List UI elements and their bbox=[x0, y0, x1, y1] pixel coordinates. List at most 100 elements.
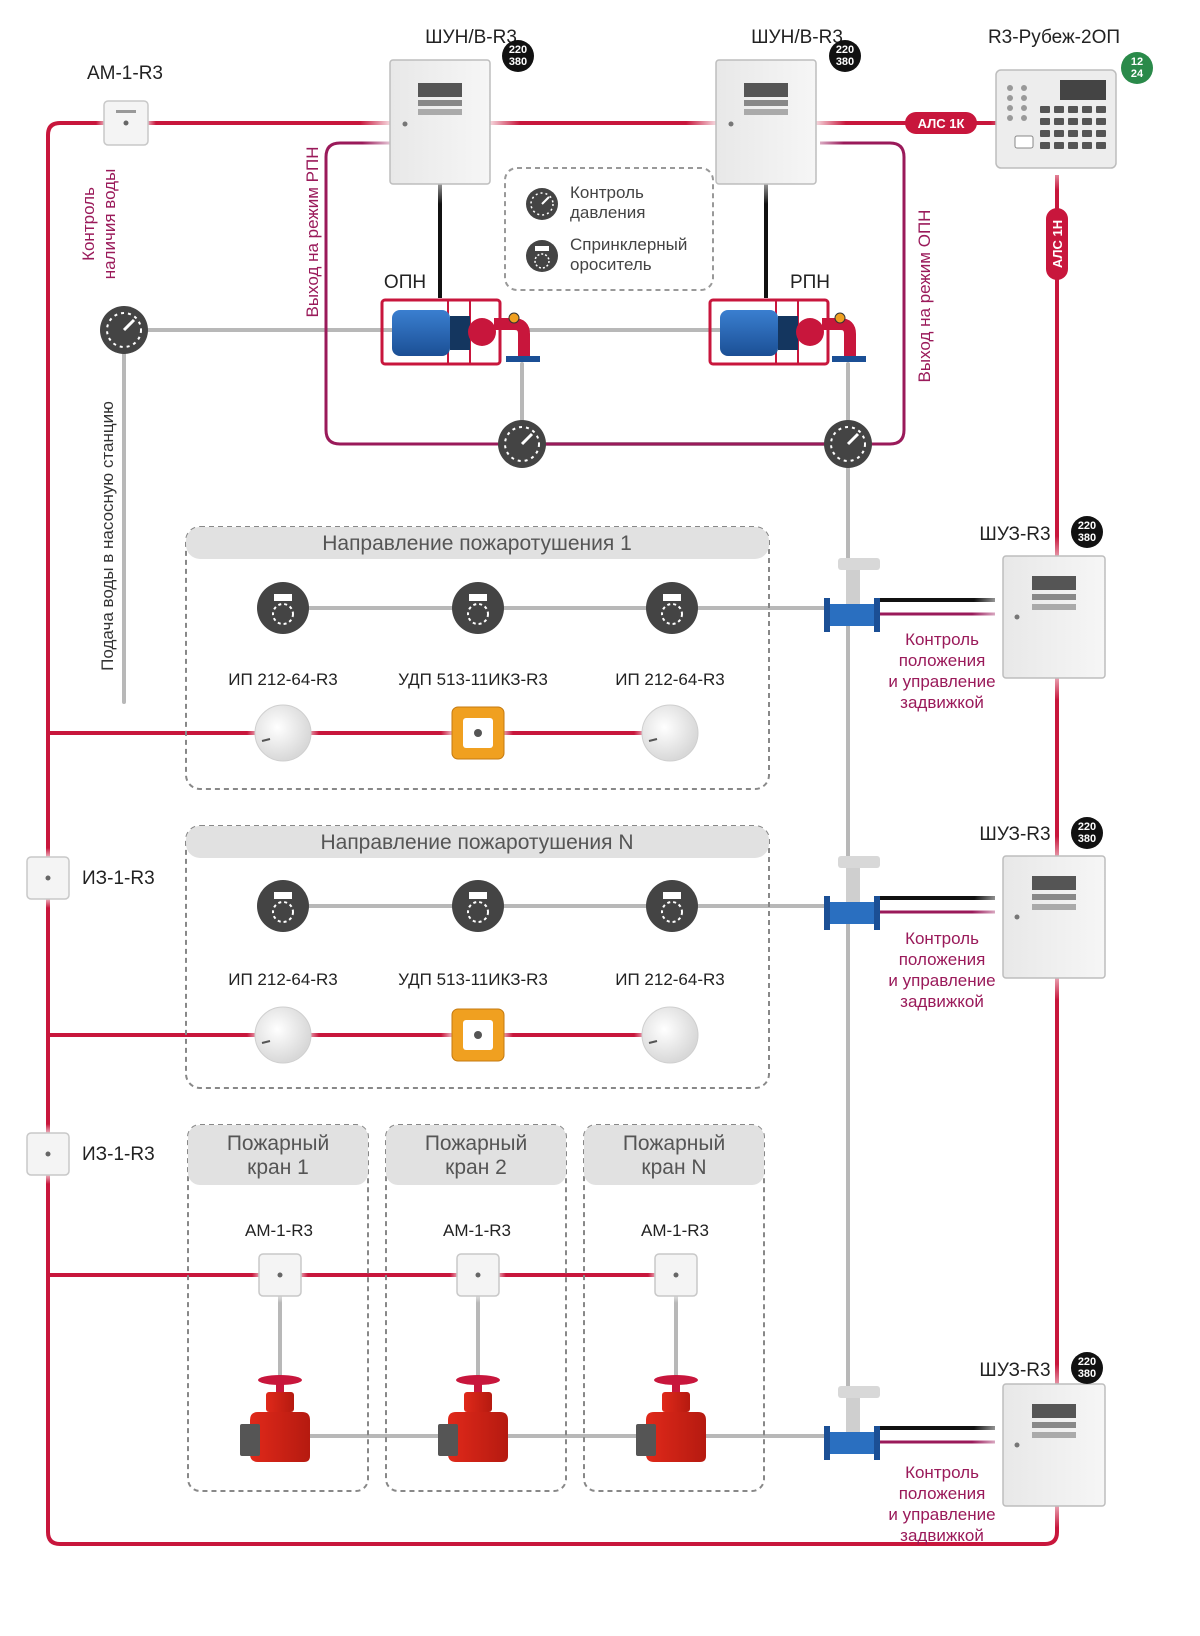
am-module-label: АМ-1-R3 bbox=[245, 1221, 313, 1240]
isolator-2 bbox=[18, 1124, 78, 1184]
svg-text:и управление: и управление bbox=[888, 1505, 995, 1524]
svg-text:Спринклерный: Спринклерный bbox=[570, 235, 687, 254]
detector-left-label: ИП 212-64-R3 bbox=[228, 970, 338, 989]
gate-valve-n bbox=[824, 856, 880, 930]
svg-text:задвижкой: задвижкой bbox=[900, 693, 984, 712]
svg-text:Контроль: Контроль bbox=[905, 630, 979, 649]
power-badge-shuz-hydrants: 220 380 bbox=[1071, 1352, 1103, 1384]
am-module-label: АМ-1-R3 bbox=[641, 1221, 709, 1240]
rpn-label: РПН bbox=[790, 272, 830, 293]
svg-text:и управление: и управление bbox=[888, 971, 995, 990]
svg-text:Контроль: Контроль bbox=[905, 929, 979, 948]
pump-rpn bbox=[708, 298, 866, 366]
opn-mode-label: Выход на режим ОПН bbox=[915, 210, 934, 383]
valve-control-label-n: Контроль положения и управление задвижко… bbox=[888, 929, 995, 1011]
isolator-1-label: ИЗ-1-R3 bbox=[82, 868, 155, 889]
hydrant-valve-icon bbox=[636, 1375, 706, 1462]
sprinkler-icon bbox=[257, 880, 309, 932]
manual-callpoint-label: УДП 513-11ИКЗ-R3 bbox=[398, 670, 548, 689]
sprinkler-icon bbox=[646, 880, 698, 932]
svg-text:кран 2: кран 2 bbox=[445, 1156, 507, 1179]
am-module bbox=[648, 1247, 704, 1303]
water-control-label-1: Контроль bbox=[79, 187, 98, 261]
opn-label: ОПН bbox=[384, 272, 426, 293]
shuz-cabinet-hydrants bbox=[972, 1364, 1136, 1528]
svg-text:380: 380 bbox=[1078, 532, 1096, 544]
manual-callpoint-label: УДП 513-11ИКЗ-R3 bbox=[398, 970, 548, 989]
hydrant-1: Пожарный кран 1 АМ-1-R3 bbox=[187, 1124, 369, 1492]
svg-text:положения: положения bbox=[899, 950, 986, 969]
power-badge-shun-2: 220 380 bbox=[829, 40, 861, 72]
rpn-mode-label: Выход на режим РПН bbox=[303, 147, 322, 318]
am-module-label: АМ-1-R3 bbox=[443, 1221, 511, 1240]
als-1k-tag: АЛС 1К bbox=[905, 112, 977, 134]
isolator-2-label: ИЗ-1-R3 bbox=[82, 1144, 155, 1165]
sprinkler-icon bbox=[526, 240, 558, 272]
svg-text:задвижкой: задвижкой bbox=[900, 1526, 984, 1545]
svg-text:380: 380 bbox=[509, 56, 527, 68]
zone-n-title: Направление пожаротушения N bbox=[320, 831, 633, 854]
hydrant-valve-icon bbox=[438, 1375, 508, 1462]
alarm-loop bbox=[46, 121, 1059, 1546]
smoke-detector bbox=[247, 999, 319, 1071]
valve-control-label-1: Контроль положения и управление задвижко… bbox=[888, 630, 995, 712]
am-module bbox=[450, 1247, 506, 1303]
water-control-label-2: наличия воды bbox=[100, 169, 119, 280]
shun-1-label: ШУН/В-R3 bbox=[425, 27, 517, 48]
power-badge-shuz-n: 220 380 bbox=[1071, 817, 1103, 849]
shuz-n-label: ШУЗ-R3 bbox=[979, 824, 1050, 845]
pump-mode-loop bbox=[324, 141, 906, 446]
svg-text:Пожарный: Пожарный bbox=[425, 1132, 527, 1155]
pressure-gauge-icon bbox=[498, 420, 546, 468]
pump-opn bbox=[380, 298, 540, 366]
shuz-cabinet-n bbox=[972, 836, 1136, 1000]
controller-panel bbox=[990, 50, 1130, 190]
power-badge-shuz-1: 220 380 bbox=[1071, 516, 1103, 548]
sprinkler-icon bbox=[257, 582, 309, 634]
shun-2-label: ШУН/В-R3 bbox=[751, 27, 843, 48]
svg-text:220: 220 bbox=[1078, 821, 1096, 833]
am-module bbox=[252, 1247, 308, 1303]
svg-text:положения: положения bbox=[899, 1484, 986, 1503]
shuz-hydrants-label: ШУЗ-R3 bbox=[979, 1360, 1050, 1381]
detector-right-label: ИП 212-64-R3 bbox=[615, 970, 725, 989]
als-1n-tag: АЛС 1Н bbox=[1046, 208, 1068, 280]
svg-text:220: 220 bbox=[1078, 520, 1096, 532]
sprinkler-icon bbox=[646, 582, 698, 634]
svg-text:380: 380 bbox=[1078, 833, 1096, 845]
zone-1-title: Направление пожаротушения 1 bbox=[322, 532, 632, 555]
shun-cabinet-1 bbox=[360, 44, 520, 204]
sprinkler-icon bbox=[452, 880, 504, 932]
water-supply-label: Подача воды в насосную станцию bbox=[98, 401, 117, 671]
svg-text:ороситель: ороситель bbox=[570, 255, 652, 274]
valve-control-label-hydrants: Контроль положения и управление задвижко… bbox=[888, 1463, 995, 1545]
svg-text:давления: давления bbox=[570, 203, 645, 222]
svg-text:220: 220 bbox=[1078, 1356, 1096, 1368]
svg-text:Контроль: Контроль bbox=[905, 1463, 979, 1482]
manual-callpoint bbox=[441, 999, 513, 1071]
valve-control-wires bbox=[880, 612, 995, 1444]
svg-text:220: 220 bbox=[509, 44, 527, 56]
svg-text:Пожарный: Пожарный bbox=[227, 1132, 329, 1155]
svg-text:задвижкой: задвижкой bbox=[900, 992, 984, 1011]
svg-text:Контроль: Контроль bbox=[570, 183, 644, 202]
manual-callpoint bbox=[441, 697, 513, 769]
power-badge-shun-1: 220 380 bbox=[502, 40, 534, 72]
svg-text:220: 220 bbox=[836, 44, 854, 56]
am-module-top bbox=[96, 93, 156, 153]
shun-cabinet-2 bbox=[686, 44, 846, 204]
smoke-detector bbox=[634, 697, 706, 769]
svg-text:Пожарный: Пожарный bbox=[623, 1132, 725, 1155]
power-badge-controller: 12 24 bbox=[1121, 52, 1153, 84]
smoke-detector bbox=[247, 697, 319, 769]
svg-text:24: 24 bbox=[1131, 68, 1144, 80]
hydrant-2: Пожарный кран 2 АМ-1-R3 bbox=[385, 1124, 567, 1492]
svg-text:АЛС 1К: АЛС 1К bbox=[918, 116, 965, 131]
pressure-gauge-icon bbox=[526, 188, 558, 220]
svg-text:АЛС 1Н: АЛС 1Н bbox=[1050, 220, 1065, 268]
detector-right-label: ИП 212-64-R3 bbox=[615, 670, 725, 689]
svg-text:12: 12 bbox=[1131, 56, 1143, 68]
zone-n: Направление пожаротушения N ИП 212-64-R3… bbox=[185, 825, 770, 1089]
svg-text:положения: положения bbox=[899, 651, 986, 670]
